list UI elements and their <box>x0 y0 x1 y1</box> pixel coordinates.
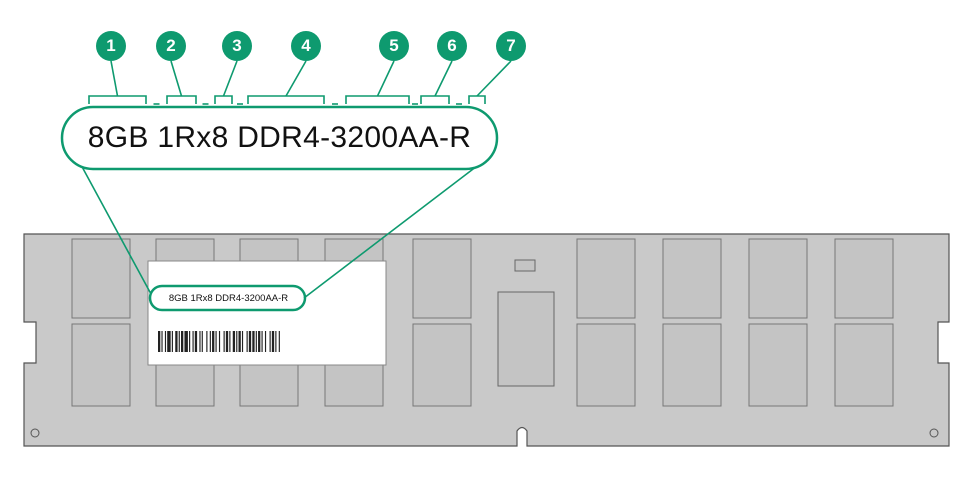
barcode-bar <box>199 331 201 352</box>
memory-chip <box>412 238 472 319</box>
segment-bracket-2 <box>166 95 197 104</box>
memory-chip <box>576 323 636 407</box>
barcode-bar <box>258 331 261 352</box>
memory-chip <box>71 323 131 407</box>
bracket-connector-5 <box>376 60 395 97</box>
barcode-bar <box>194 331 198 352</box>
barcode-bar <box>271 331 275 352</box>
memory-chip <box>576 238 636 319</box>
label-part-number: 8GB 1Rx8 DDR4-3200AA-R <box>168 292 289 304</box>
segment-bracket-3 <box>214 95 233 104</box>
barcode-bar <box>158 331 161 352</box>
callout-badge-1 <box>96 31 126 61</box>
callout-badge-7 <box>496 31 526 61</box>
register-chip-small <box>514 259 536 272</box>
barcode-bar <box>255 331 257 352</box>
barcode-bar <box>248 331 252 352</box>
barcode-bar <box>261 331 263 352</box>
barcode-bar <box>184 331 188 352</box>
memory-chip <box>71 238 131 319</box>
barcode-bar <box>161 331 163 352</box>
memory-chip <box>412 323 472 407</box>
segment-brackets <box>88 60 512 105</box>
barcode-bar <box>269 331 271 352</box>
barcode-bar <box>241 331 244 352</box>
barcode-bar <box>218 331 221 352</box>
bracket-connector-2 <box>170 60 183 97</box>
register-chip <box>497 291 555 387</box>
mounting-hole <box>929 428 939 438</box>
bracket-connector-6 <box>434 60 453 97</box>
barcode-bar <box>238 331 241 352</box>
segment-bracket-1 <box>88 95 147 104</box>
memory-chip <box>748 323 808 407</box>
barcode-bar <box>212 331 215 352</box>
leader-line <box>303 162 482 299</box>
barcode-bar <box>229 331 231 352</box>
memory-chip <box>834 323 894 407</box>
barcode-bar <box>236 331 238 352</box>
part-number-callout-box <box>60 105 499 171</box>
callout-badge-3 <box>222 31 252 61</box>
callout-badge-5 <box>379 31 409 61</box>
callout-badge-2 <box>156 31 186 61</box>
barcode-bar <box>275 331 277 352</box>
segment-bracket-7 <box>468 95 486 104</box>
part-number-callout: 8GB 1Rx8 DDR4-3200AA-R <box>87 121 472 154</box>
barcode-bar <box>189 331 191 352</box>
barcode-bar <box>167 331 171 352</box>
callout-number-6: 6 <box>447 36 457 55</box>
barcode-bar <box>232 331 236 352</box>
callout-badges <box>96 31 526 61</box>
callout-badge-4 <box>291 31 321 61</box>
barcode-bar <box>246 331 248 352</box>
barcode-bar <box>192 331 194 352</box>
segment-bracket-5 <box>345 95 410 104</box>
barcode-bar <box>181 331 184 352</box>
leader-line <box>79 162 152 295</box>
memory-chip <box>662 323 722 407</box>
callout-badge-6 <box>437 31 467 61</box>
barcode-bar <box>206 331 208 352</box>
segment-bracket-4 <box>247 95 325 104</box>
barcode-bar <box>264 331 267 352</box>
bracket-connector-3 <box>222 60 238 97</box>
part-label-sticker <box>147 260 387 366</box>
barcode-bar <box>171 331 173 352</box>
barcode-bar <box>175 331 178 352</box>
bracket-connector-7 <box>476 60 512 97</box>
barcode-bar <box>201 331 203 352</box>
barcode <box>158 331 280 352</box>
segment-bracket-6 <box>420 95 450 104</box>
barcode-bar <box>278 331 280 352</box>
callout-number-3: 3 <box>232 36 242 55</box>
callout-number-7: 7 <box>506 36 516 55</box>
callout-number-2: 2 <box>166 36 176 55</box>
mounting-hole <box>30 428 40 438</box>
barcode-bar <box>164 331 167 352</box>
callout-number-4: 4 <box>301 36 311 55</box>
barcode-bar <box>223 331 225 352</box>
memory-chip <box>834 238 894 319</box>
memory-chip <box>662 238 722 319</box>
barcode-bar <box>178 331 180 352</box>
memory-chip <box>748 238 808 319</box>
callout-number-1: 1 <box>106 36 116 55</box>
barcode-bar <box>215 331 217 352</box>
barcode-bar <box>252 331 255 352</box>
callout-number-5: 5 <box>389 36 399 55</box>
bracket-connector-4 <box>285 60 307 97</box>
barcode-bar <box>225 331 229 352</box>
bracket-connector-1 <box>110 60 119 97</box>
barcode-bar <box>209 331 211 352</box>
